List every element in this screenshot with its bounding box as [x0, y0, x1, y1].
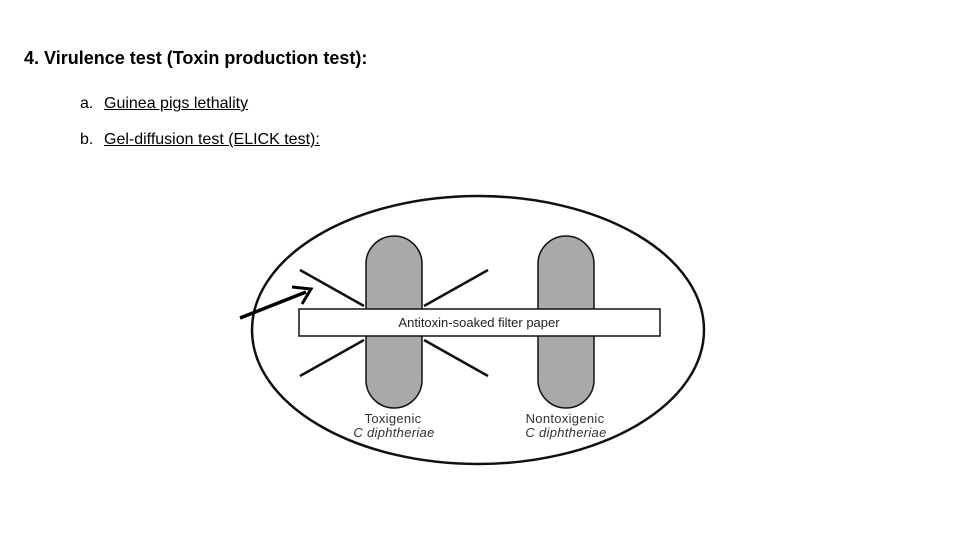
precipitin-line: [423, 268, 489, 308]
list-item-text: Gel-diffusion test (ELICK test):: [104, 131, 320, 148]
test-list: a. Guinea pigs lethality b. Gel-diffusion …: [80, 95, 320, 167]
list-item: b. Gel-diffusion test (ELICK test):: [80, 131, 320, 151]
list-marker: a.: [80, 95, 94, 112]
toxigenic-species-label: C diphtheriae: [353, 425, 434, 440]
list-item: a. Guinea pigs lethality: [80, 95, 320, 115]
precipitin-line: [299, 268, 365, 308]
precipitin-line: [299, 338, 365, 378]
petri-dish: [250, 194, 706, 466]
nontoxigenic-label: Nontoxigenic: [526, 411, 605, 426]
list-marker: b.: [80, 131, 94, 148]
antitoxin-filter-strip: [298, 308, 661, 337]
pointer-arrowhead-icon: [291, 285, 314, 305]
precipitin-line: [423, 338, 489, 378]
pointer-arrow-shaft: [239, 290, 307, 320]
slide-title: 4. Virulence test (Toxin production test…: [24, 48, 368, 68]
list-item-text: Guinea pigs lethality: [104, 95, 249, 112]
filter-strip-label: Antitoxin-soaked filter paper: [398, 315, 560, 330]
toxigenic-label: Toxigenic: [365, 411, 422, 426]
nontoxigenic-species-label: C diphtheriae: [525, 425, 606, 440]
